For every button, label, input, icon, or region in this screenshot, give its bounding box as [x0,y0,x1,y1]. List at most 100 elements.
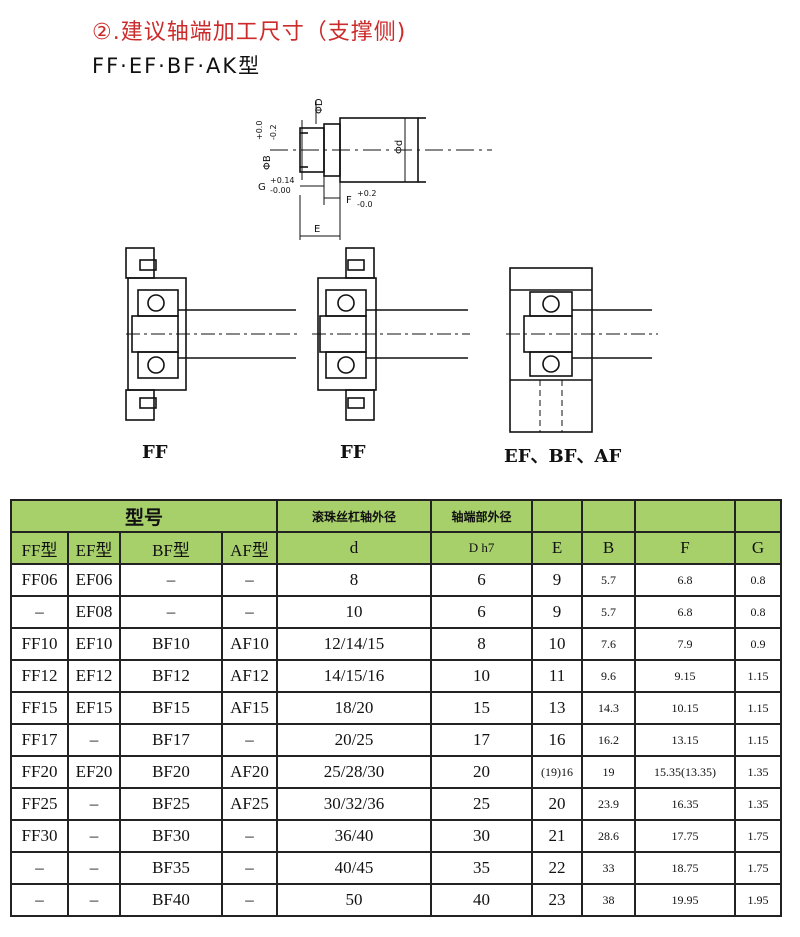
cell-g: 1.95 [734,883,783,917]
cell-ef: – [67,723,121,757]
figure-label-ff-2: FF [340,442,366,463]
cell-bf: BF12 [119,659,223,693]
cell-g: 0.8 [734,595,783,629]
cell-d: 14/15/16 [276,659,433,693]
cell-ef: – [67,883,121,917]
cell-d: 40/45 [276,851,433,885]
shaft-end-detail [270,100,492,240]
header-model: 型号 [9,499,279,533]
header-shaft-end-od: 轴端部外径 [430,499,534,533]
cell-b: 14.3 [581,691,637,725]
cell-af: – [220,819,279,853]
cell-d: 36/40 [276,819,433,853]
cell-bf: BF15 [119,691,223,725]
cell-dh7: 30 [430,819,534,853]
cell-ef: EF10 [67,627,121,661]
header-screw-shaft-od: 滚珠丝杠轴外径 [276,499,433,533]
cell-af: – [220,851,279,885]
cell-bf: BF17 [119,723,223,757]
cell-b: 38 [581,883,637,917]
cell-e: 20 [531,787,584,821]
label-phi-d: Φd [394,140,405,154]
cell-af: AF25 [220,787,279,821]
cell-d: 20/25 [276,723,433,757]
cell-b: 9.6 [581,659,637,693]
cell-ff: FF20 [10,755,69,789]
cell-bf: BF40 [119,883,223,917]
col-ef: EF型 [67,531,121,565]
label-f: F [346,195,352,206]
cell-e: 10 [531,627,584,661]
cell-e: 9 [531,595,584,629]
cell-d: 30/32/36 [276,787,433,821]
cell-ef: EF06 [67,563,121,597]
cell-ff: FF06 [10,563,69,597]
cell-ef: EF08 [67,595,121,629]
cell-dh7: 8 [430,627,534,661]
cell-d: 8 [276,563,433,597]
label-g: G [258,182,266,193]
cell-af: AF12 [220,659,279,693]
cell-e: 11 [531,659,584,693]
cell-f: 16.35 [634,787,737,821]
cell-ff: – [10,595,69,629]
cell-dh7: 17 [430,723,534,757]
cell-g: 1.35 [734,755,783,789]
cell-dh7: 15 [430,691,534,725]
cell-ef: EF12 [67,659,121,693]
figure-label-ef-bf-af: EF、BF、AF [504,446,622,467]
cell-g: 1.15 [734,723,783,757]
table-header-row-1: 型号 滚珠丝杠轴外径 轴端部外径 [9,499,783,533]
cell-b: 33 [581,851,637,885]
cell-ff: FF15 [10,691,69,725]
cell-g: 1.15 [734,691,783,725]
cell-ff: – [10,883,69,917]
cell-dh7: 40 [430,883,534,917]
cell-f: 15.35(13.35) [634,755,737,789]
ff-mount-drawing-2 [312,247,470,421]
cell-bf: BF20 [119,755,223,789]
model-subtitle: FF·EF·BF·AK型 [92,54,262,78]
cell-b: 23.9 [581,787,637,821]
label-f-tol-top: +0.2 [357,189,376,198]
col-af: AF型 [220,531,279,565]
cell-bf: BF10 [119,627,223,661]
cell-d: 10 [276,595,433,629]
label-phi-b-tol-bottom: -0.2 [269,124,278,140]
header-blank-g [734,499,783,533]
shaft-end-spec-table: 型号 滚珠丝杠轴外径 轴端部外径 FF型 EF型 BF型 AF型 d D h7 … [9,499,783,917]
cell-ff: FF10 [10,627,69,661]
col-dh7: D h7 [430,531,534,565]
cell-e: 16 [531,723,584,757]
col-bf: BF型 [119,531,223,565]
label-phi-d-upper: ΦD [314,98,325,114]
cell-e: 13 [531,691,584,725]
shaft-end-drawings: ΦD Φd ΦB +0.0 -0.2 G +0.14 -0.00 F +0.2 … [125,98,658,433]
cell-dh7: 10 [430,659,534,693]
cell-dh7: 20 [430,755,534,789]
col-d: d [276,531,433,565]
cell-ef: EF20 [67,755,121,789]
cell-ff: FF17 [10,723,69,757]
cell-g: 0.8 [734,563,783,597]
cell-g: 1.15 [734,659,783,693]
cell-e: 22 [531,851,584,885]
label-e: E [314,224,320,235]
cell-e: (19)16 [531,755,584,789]
header-blank-f [634,499,737,533]
cell-bf: – [119,595,223,629]
table-header-row-2: FF型 EF型 BF型 AF型 d D h7 E B F G [10,531,783,565]
cell-g: 0.9 [734,627,783,661]
cell-d: 18/20 [276,691,433,725]
cell-bf: BF35 [119,851,223,885]
cell-bf: BF30 [119,819,223,853]
cell-d: 25/28/30 [276,755,433,789]
cell-f: 13.15 [634,723,737,757]
col-f: F [634,531,737,565]
col-g: G [734,531,783,565]
